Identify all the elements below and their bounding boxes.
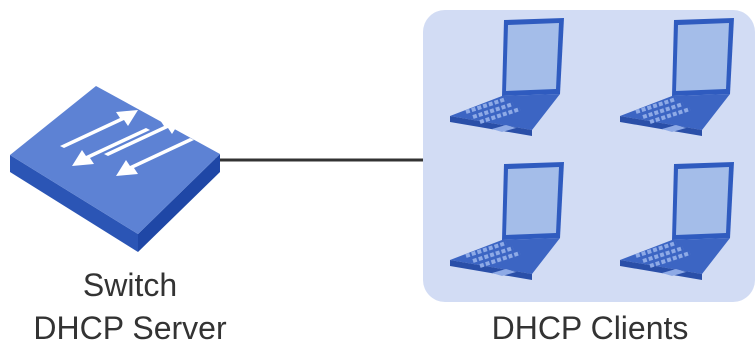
switch-label: Switch xyxy=(82,267,178,303)
dhcp-server-label: DHCP Server xyxy=(33,310,227,346)
dhcp-clients-label: DHCP Clients xyxy=(491,310,689,346)
network-switch-icon xyxy=(10,86,220,252)
